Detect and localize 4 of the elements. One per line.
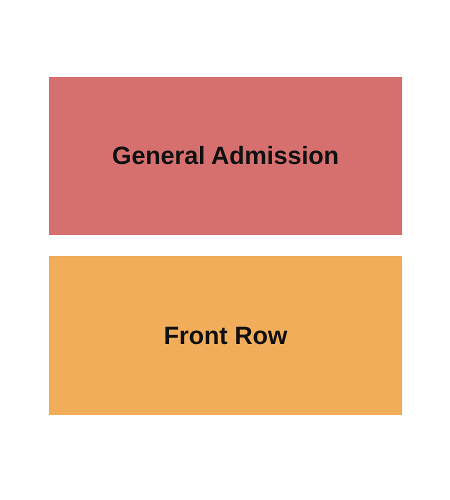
seating-section (49, 77, 402, 235)
section-label: General Admission (112, 141, 339, 171)
section-label: Front Row (164, 320, 288, 350)
seating-section (49, 256, 402, 415)
